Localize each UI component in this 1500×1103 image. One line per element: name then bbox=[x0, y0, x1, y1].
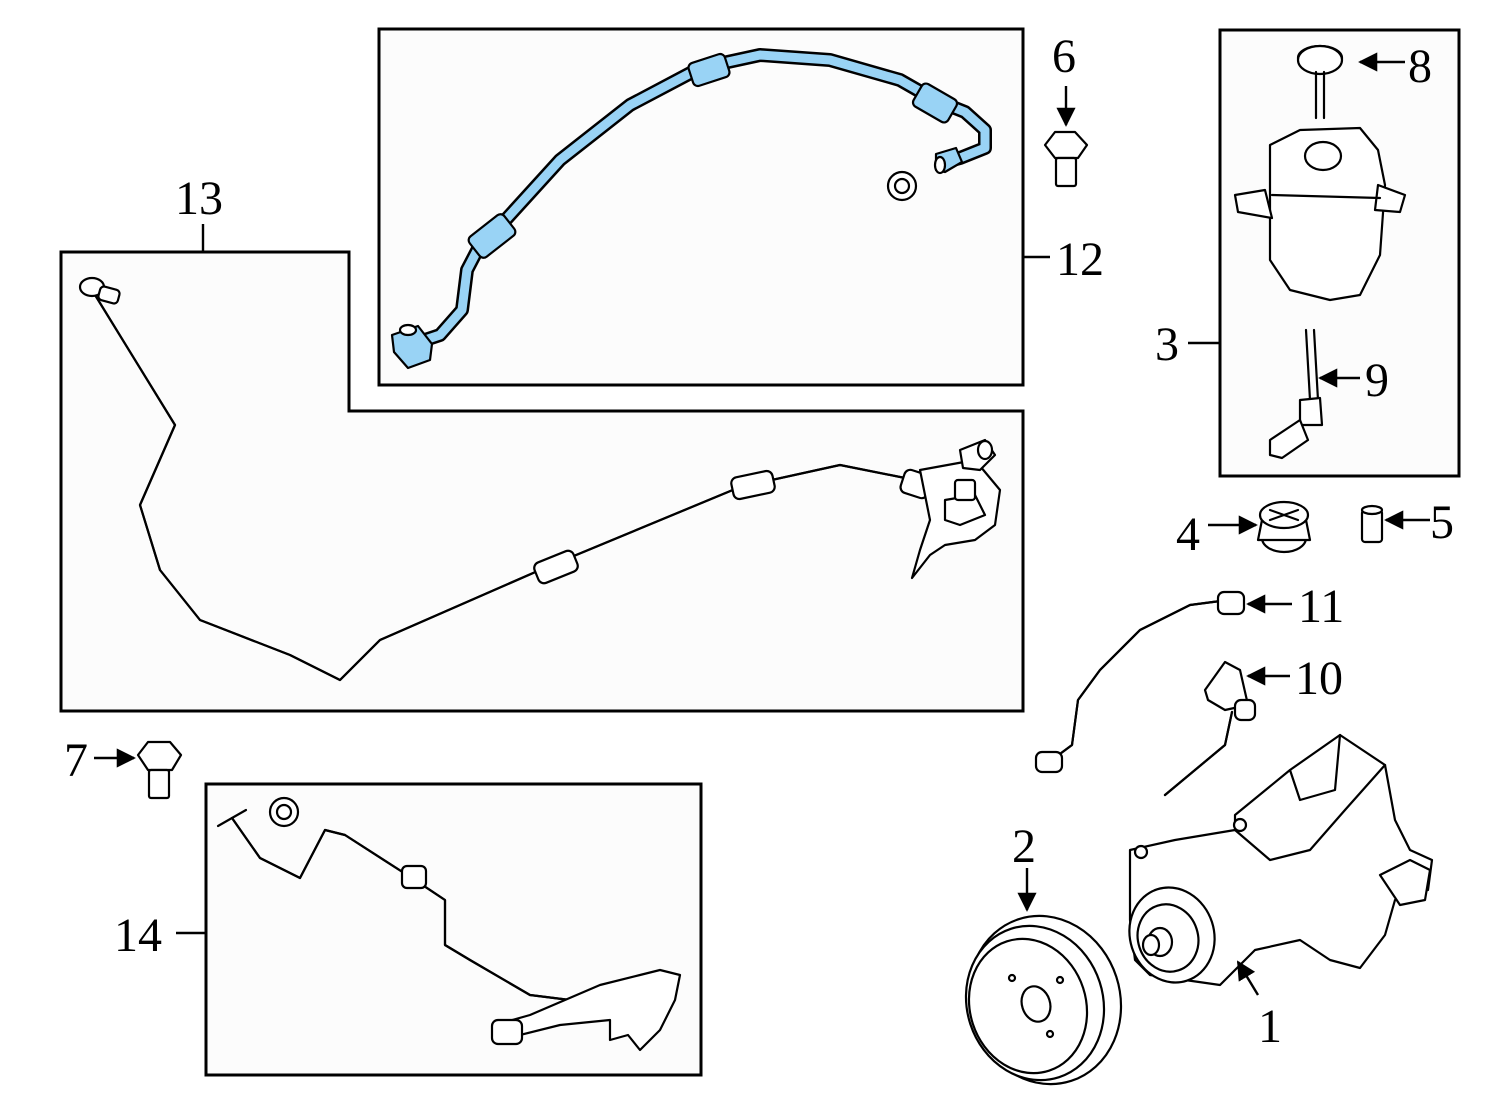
callout-12: 12 bbox=[1056, 233, 1104, 286]
callout-3: 3 bbox=[1155, 318, 1179, 371]
callout-9: 9 bbox=[1365, 354, 1389, 407]
bolt-6[interactable] bbox=[1043, 130, 1089, 188]
callout-7: 7 bbox=[64, 734, 88, 787]
pump-1[interactable] bbox=[1117, 733, 1434, 994]
callout-8: 8 bbox=[1408, 40, 1432, 93]
callout-2: 2 bbox=[1012, 820, 1036, 873]
box-12-pressure-hose[interactable] bbox=[377, 27, 1025, 387]
hose-11[interactable] bbox=[1034, 590, 1246, 774]
callout-1: 1 bbox=[1258, 1000, 1282, 1053]
callout-5: 5 bbox=[1430, 496, 1454, 549]
callout-11: 11 bbox=[1298, 580, 1344, 633]
callouts: 1 2 3 4 5 6 7 8 9 10 11 12 13 bbox=[64, 30, 1454, 1053]
bolt-7[interactable] bbox=[136, 740, 183, 800]
callout-14: 14 bbox=[114, 909, 162, 962]
cap-4[interactable] bbox=[1256, 500, 1312, 554]
pulley-2[interactable] bbox=[946, 896, 1142, 1103]
callout-6: 6 bbox=[1052, 30, 1076, 83]
box-13-return-line[interactable] bbox=[59, 250, 1025, 713]
hose-10[interactable] bbox=[1163, 660, 1257, 797]
sleeve-5[interactable] bbox=[1360, 504, 1384, 544]
callout-4: 4 bbox=[1176, 508, 1200, 561]
box-14-cooler-line[interactable] bbox=[204, 782, 703, 1077]
callout-10: 10 bbox=[1295, 652, 1343, 705]
box-3-reservoir[interactable] bbox=[1218, 28, 1461, 478]
callout-13: 13 bbox=[175, 172, 223, 225]
